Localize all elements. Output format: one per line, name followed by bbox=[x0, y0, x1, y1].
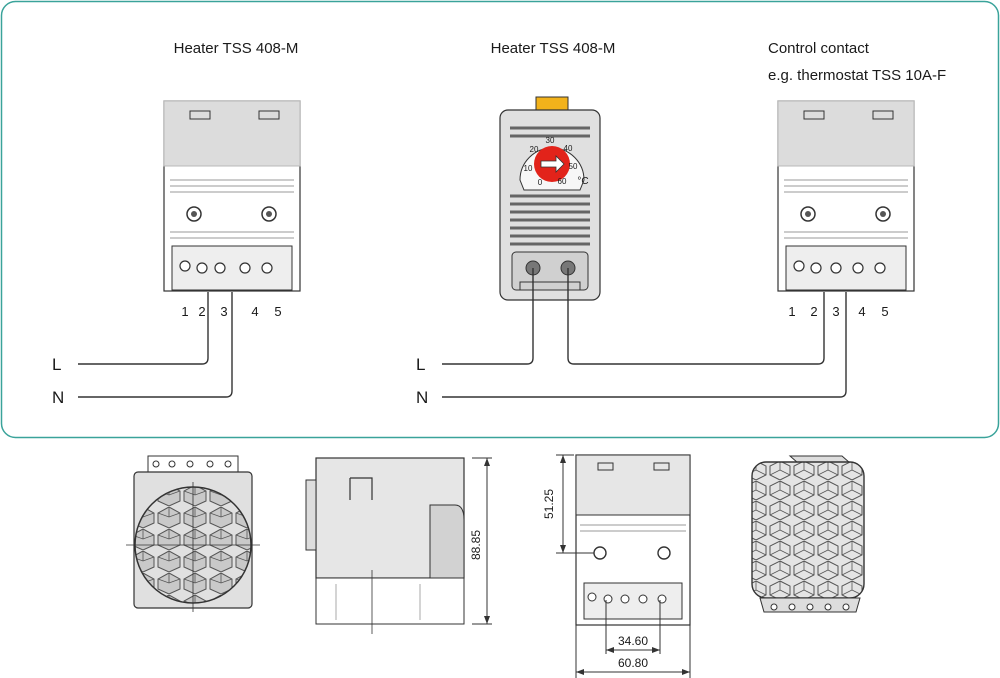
svg-text:40: 40 bbox=[564, 144, 573, 153]
right-terminal-2: 2 bbox=[810, 304, 817, 319]
dim-upper-height: 51.25 bbox=[542, 489, 556, 519]
right-terminal-3: 3 bbox=[832, 304, 839, 319]
left-l-label: L bbox=[52, 355, 61, 374]
left-terminal-3: 3 bbox=[220, 304, 227, 319]
front-view bbox=[126, 455, 260, 612]
left-terminal-4: 4 bbox=[251, 304, 258, 319]
thermostat-unit bbox=[499, 96, 601, 301]
control-title-line1: Control contact bbox=[768, 40, 870, 57]
left-terminal-1: 1 bbox=[181, 304, 188, 319]
svg-text:°C: °C bbox=[577, 176, 588, 187]
left-terminal-5: 5 bbox=[274, 304, 281, 319]
svg-text:20: 20 bbox=[530, 145, 539, 154]
wiring-frame bbox=[0, 0, 1000, 439]
dim-total-width: 60.80 bbox=[618, 656, 648, 670]
left-n-label: N bbox=[52, 388, 64, 407]
right-n-label: N bbox=[416, 388, 428, 407]
heater-left bbox=[163, 100, 301, 292]
control-title-line2: e.g. thermostat TSS 10A-F bbox=[768, 67, 946, 84]
left-terminal-2: 2 bbox=[198, 304, 205, 319]
heater-right bbox=[777, 100, 915, 292]
heater-mid-title: Heater TSS 408-M bbox=[491, 40, 616, 57]
right-wires bbox=[442, 268, 847, 398]
svg-text:60: 60 bbox=[558, 177, 567, 186]
rear-view bbox=[556, 454, 691, 678]
dim-height: 88.85 bbox=[469, 530, 483, 560]
thermostat-scale: 0 10 20 30 40 50 60 °C bbox=[524, 136, 589, 187]
dim-terminal-width: 34.60 bbox=[618, 634, 648, 648]
right-l-label: L bbox=[416, 355, 425, 374]
side-view bbox=[305, 457, 492, 634]
svg-text:30: 30 bbox=[546, 136, 555, 145]
right-terminal-1: 1 bbox=[788, 304, 795, 319]
right-terminal-5: 5 bbox=[881, 304, 888, 319]
svg-text:50: 50 bbox=[569, 162, 578, 171]
svg-text:10: 10 bbox=[524, 164, 533, 173]
svg-text:0: 0 bbox=[538, 178, 543, 187]
heater-left-title: Heater TSS 408-M bbox=[174, 40, 299, 57]
left-wires bbox=[78, 292, 233, 398]
perspective-view bbox=[751, 455, 865, 613]
right-terminal-4: 4 bbox=[858, 304, 865, 319]
